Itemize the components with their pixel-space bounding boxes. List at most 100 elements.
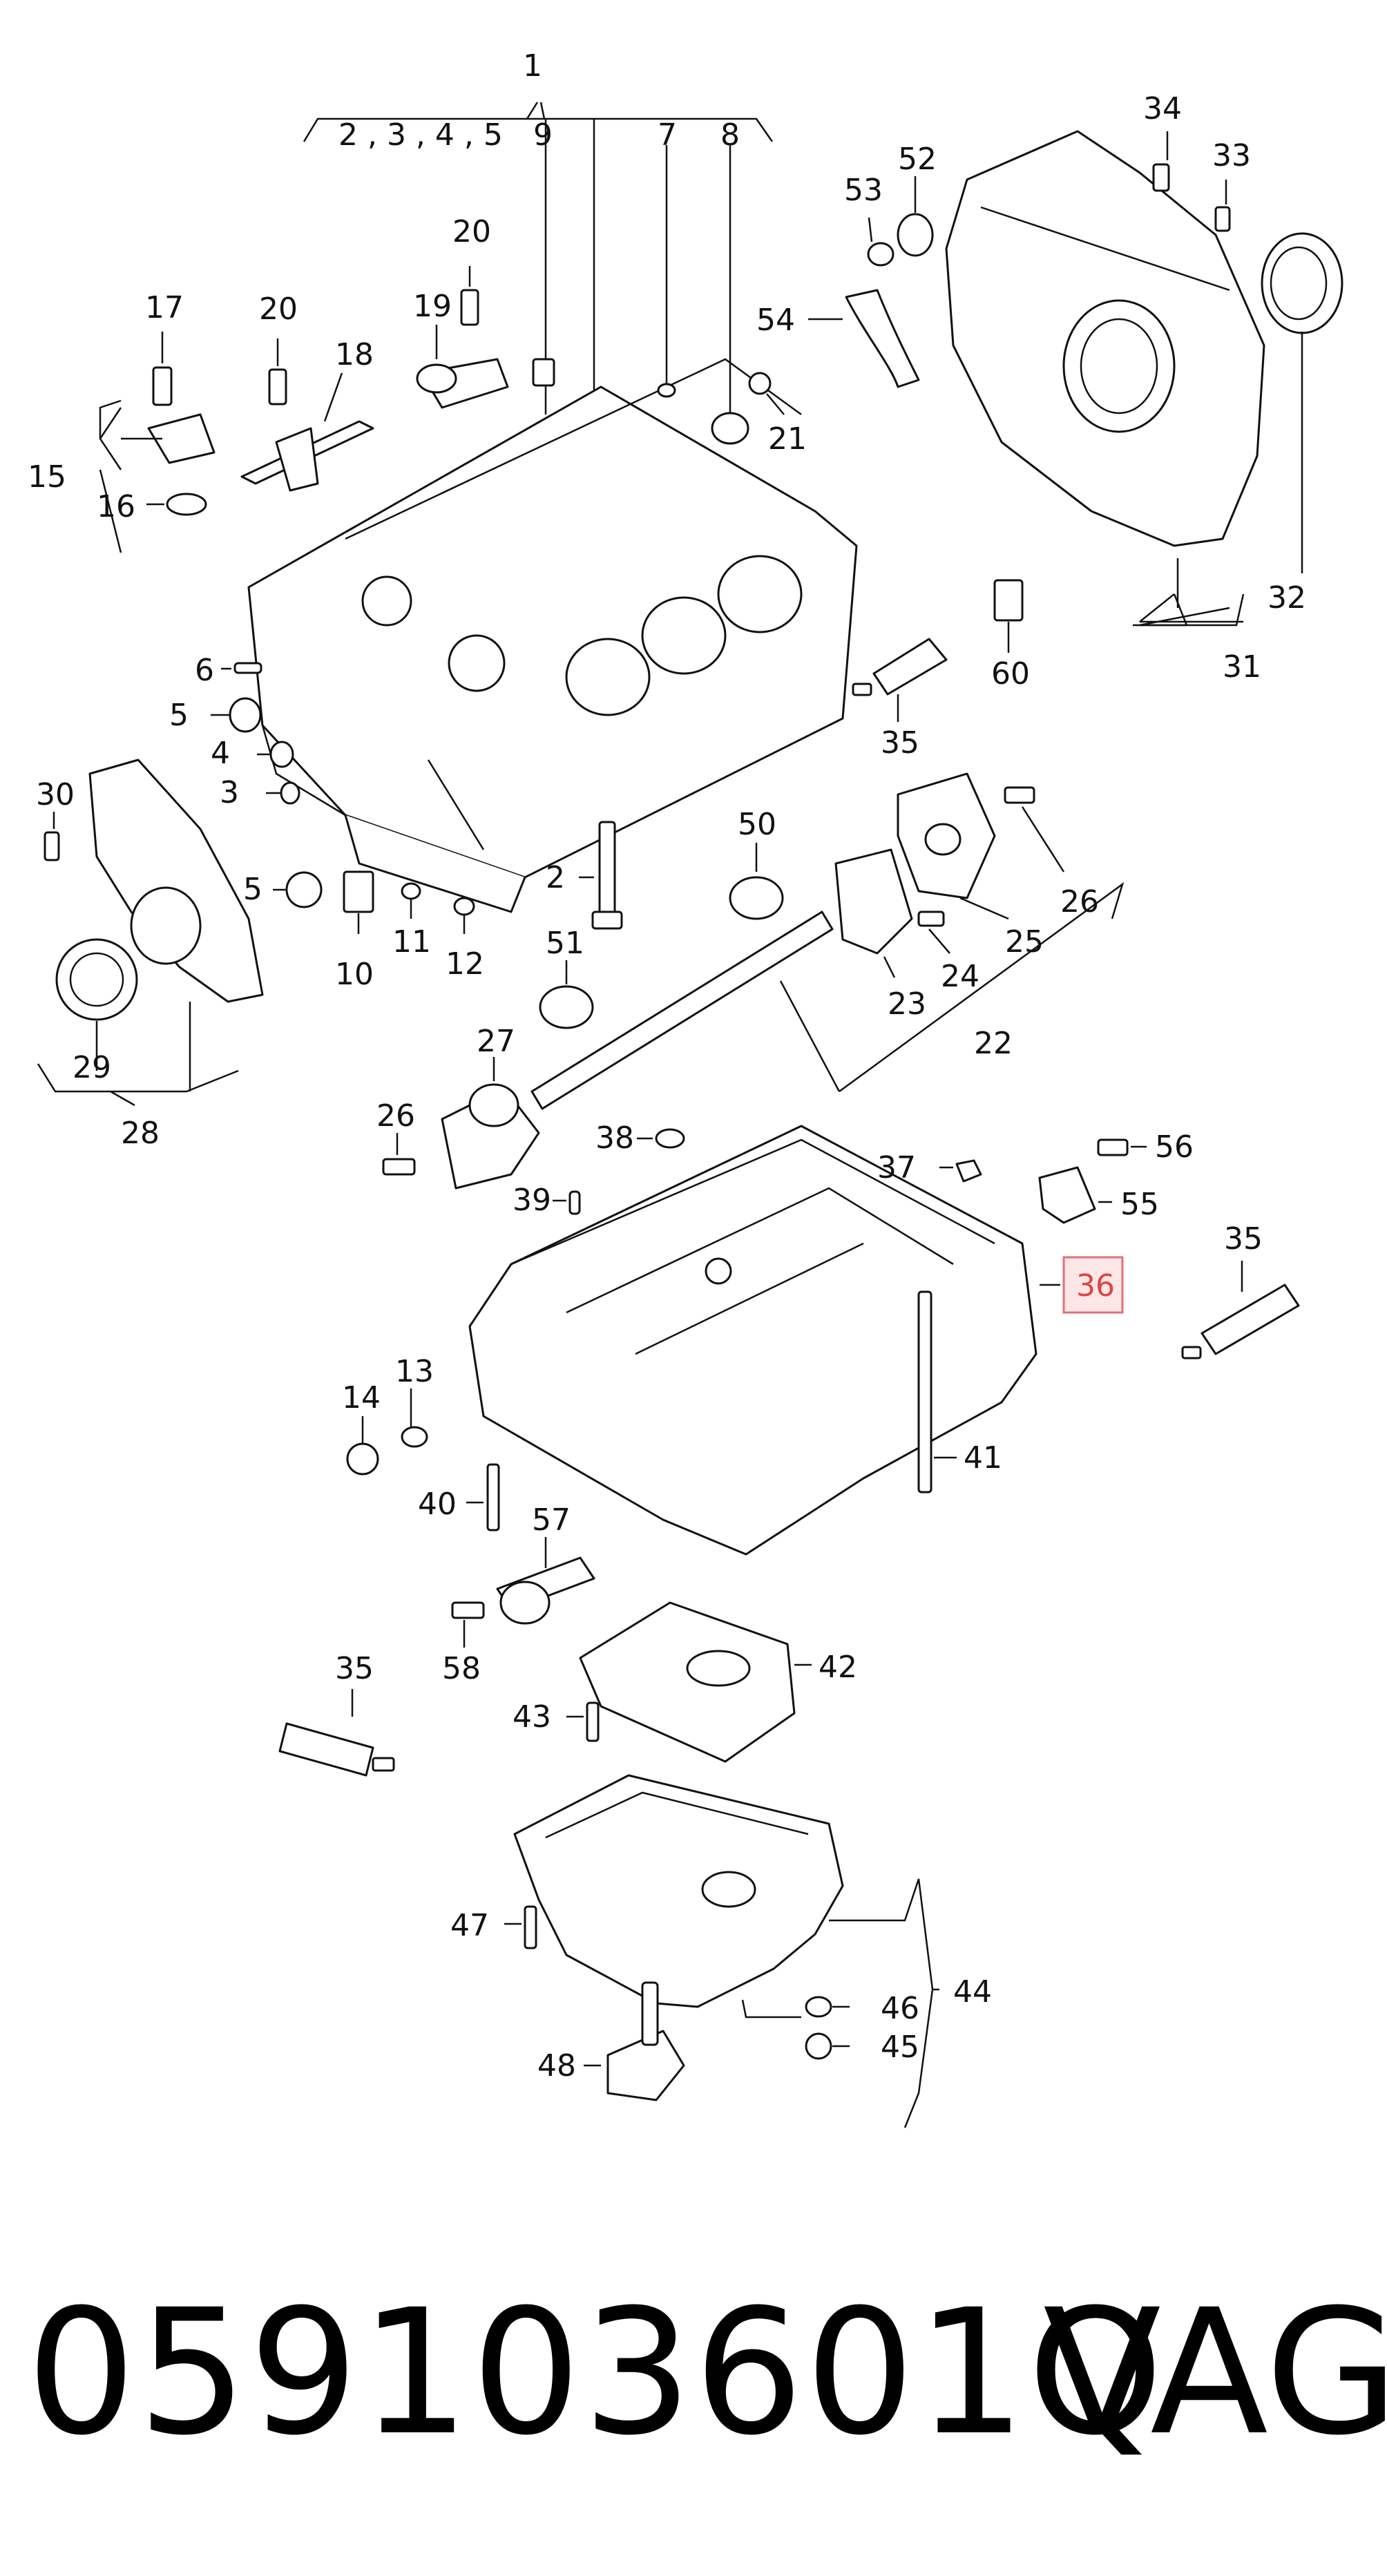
callout-4: 4 xyxy=(211,736,230,771)
callout-52: 52 xyxy=(898,142,937,177)
callout-20-upper: 20 xyxy=(452,214,491,249)
oil-pan-44 xyxy=(513,1774,844,2008)
callout-11: 11 xyxy=(392,924,431,960)
bracket-15 xyxy=(147,413,216,464)
plug-52 xyxy=(897,213,934,257)
callout-15: 15 xyxy=(28,459,66,495)
callout-19: 19 xyxy=(413,289,452,324)
bolt-56 xyxy=(1097,1138,1129,1156)
callout-56: 56 xyxy=(1155,1129,1194,1165)
callout-13: 13 xyxy=(395,1354,434,1389)
callout-40: 40 xyxy=(418,1487,457,1522)
plug-5-lower xyxy=(285,871,323,908)
callout-5-lower: 5 xyxy=(243,872,262,907)
bolt-43 xyxy=(586,1701,600,1742)
seal-32 xyxy=(1261,232,1343,334)
callout-8: 8 xyxy=(720,117,740,153)
callout-35-right: 35 xyxy=(1224,1221,1263,1257)
bolt-20-left xyxy=(268,368,287,406)
callout-12: 12 xyxy=(446,946,484,982)
lower-crankcase xyxy=(468,1125,1037,1556)
pin-6 xyxy=(233,662,262,674)
connector-60 xyxy=(993,579,1024,622)
callout-1: 1 xyxy=(523,48,542,84)
callout-47: 47 xyxy=(450,1908,489,1943)
sealant-tube-35-right xyxy=(1181,1284,1300,1359)
callout-14: 14 xyxy=(342,1380,381,1415)
callout-43: 43 xyxy=(513,1699,551,1735)
callout-20-left: 20 xyxy=(259,292,298,327)
bolt-20-upper xyxy=(460,289,479,326)
callout-23: 23 xyxy=(888,986,926,1022)
callout-46: 46 xyxy=(881,1991,919,2026)
sealant-tube-35 xyxy=(852,638,948,696)
bolt-26-upper xyxy=(1004,786,1035,804)
bolt-58 xyxy=(451,1601,485,1619)
callout-34: 34 xyxy=(1143,91,1182,126)
callout-33: 33 xyxy=(1212,138,1251,173)
callout-3: 3 xyxy=(220,775,239,810)
ring-12 xyxy=(453,897,475,916)
callout-38: 38 xyxy=(595,1120,634,1156)
exploded-parts-diagram: 1 2 , 3 , 4 , 5 9 7 8 34 33 52 53 xyxy=(28,48,1343,2128)
callout-39: 39 xyxy=(513,1183,551,1218)
bolt-41 xyxy=(917,1290,932,1494)
weight-27 xyxy=(441,1083,540,1190)
callout-24: 24 xyxy=(941,959,979,994)
bolt-24 xyxy=(917,910,945,927)
callout-2: 2 xyxy=(546,860,565,895)
plug-9 xyxy=(532,358,555,387)
callout-5-upper: 5 xyxy=(169,698,189,733)
callout-26-lower: 26 xyxy=(376,1098,415,1134)
callout-58: 58 xyxy=(442,1651,481,1686)
callout-48: 48 xyxy=(537,2048,576,2083)
callout-36-box xyxy=(1062,1256,1124,1314)
pin-7 xyxy=(657,383,676,398)
flywheel-housing-31 xyxy=(945,130,1265,547)
connector-10 xyxy=(343,870,374,913)
timing-cover-28 xyxy=(88,759,264,1003)
callout-60: 60 xyxy=(991,656,1030,691)
bolt-17 xyxy=(152,366,173,406)
callout-17: 17 xyxy=(145,290,184,325)
callout-51: 51 xyxy=(546,926,584,961)
bearing-50 xyxy=(729,876,784,920)
ring-53 xyxy=(867,242,895,267)
callout-50: 50 xyxy=(738,807,776,842)
callout-57: 57 xyxy=(532,1502,571,1538)
callout-42: 42 xyxy=(819,1650,857,1685)
bolt-2 xyxy=(591,821,623,930)
callout-36: 36 xyxy=(1076,1268,1115,1304)
callout-2-3-4-5: 2 , 3 , 4 , 5 xyxy=(338,117,503,153)
bolt-34 xyxy=(1152,163,1170,192)
callout-18: 18 xyxy=(335,337,374,372)
bolt-26-lower xyxy=(382,1158,416,1176)
sensor-55 xyxy=(1038,1166,1096,1224)
callout-26-upper: 26 xyxy=(1060,884,1099,919)
seal-38 xyxy=(655,1128,685,1149)
seal-46 xyxy=(805,1996,832,2018)
sensor-48 xyxy=(606,1981,685,2101)
callout-10: 10 xyxy=(335,957,374,992)
bolt-47 xyxy=(524,1905,537,1949)
callout-7: 7 xyxy=(658,117,677,153)
bearing-51 xyxy=(539,985,594,1029)
callout-37: 37 xyxy=(877,1150,916,1185)
plug-3 xyxy=(280,781,300,805)
callout-35-top: 35 xyxy=(881,725,919,761)
bolt-30 xyxy=(44,831,60,861)
plug-14 xyxy=(346,1442,379,1476)
engine-block xyxy=(247,358,858,913)
callout-16: 16 xyxy=(97,489,135,524)
callout-28: 28 xyxy=(121,1116,160,1151)
callout-30: 30 xyxy=(36,777,75,812)
plug-8 xyxy=(711,412,749,445)
bolt-33 xyxy=(1214,206,1231,232)
bracket-1 xyxy=(303,102,774,414)
callout-27: 27 xyxy=(477,1024,515,1059)
callout-44: 44 xyxy=(953,1974,992,2010)
balance-shaft xyxy=(530,910,834,1110)
callout-41: 41 xyxy=(964,1440,1002,1476)
callout-55: 55 xyxy=(1120,1187,1159,1222)
callout-35-bottom: 35 xyxy=(335,1651,374,1686)
